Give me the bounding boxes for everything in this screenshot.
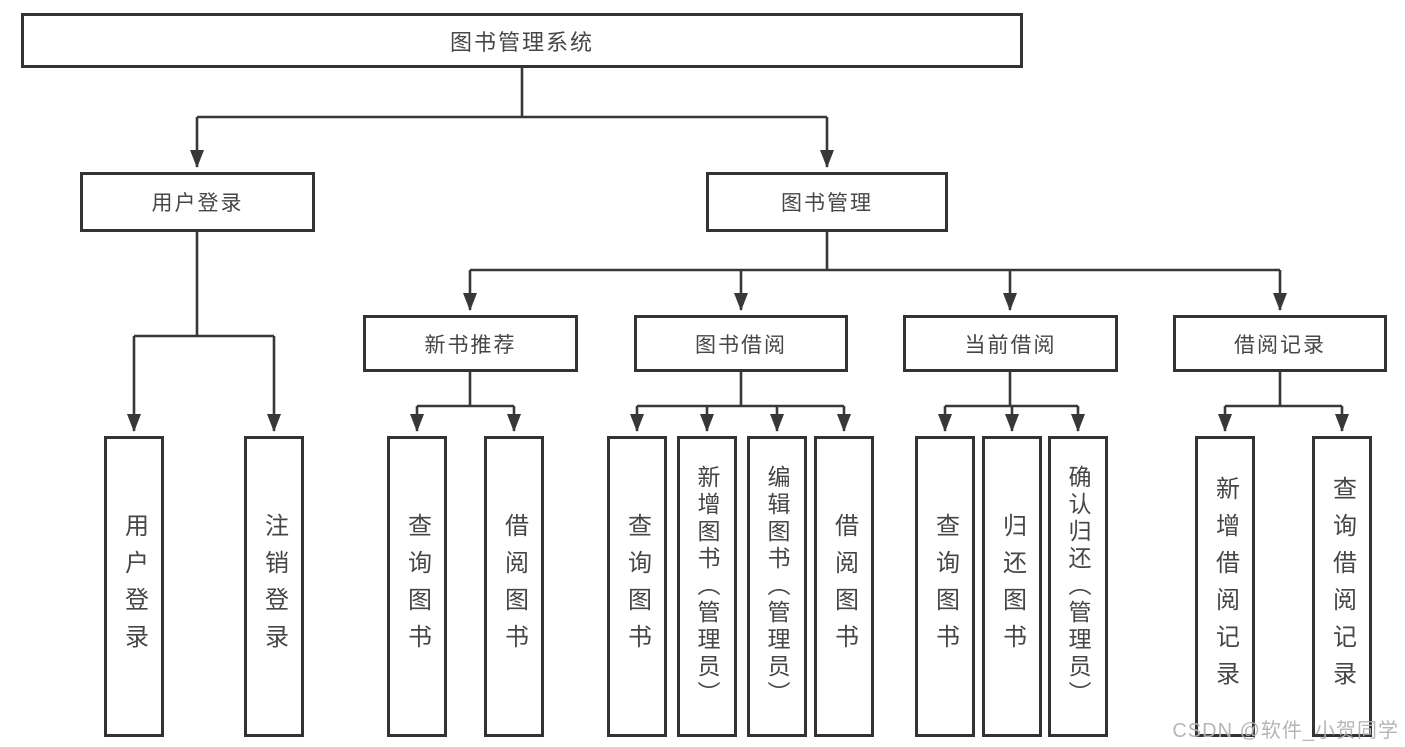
leaf-cb-query-books: 查询图书 [915, 436, 975, 737]
leaf-nbr-borrow-books: 借阅图书 [484, 436, 544, 737]
leaf-cb-confirm-return-admin: 确认归还（管理员） [1048, 436, 1108, 737]
leaf-bb-add-books-admin: 新增图书（管理员） [677, 436, 737, 737]
leaf-bb-borrow-books: 借阅图书 [814, 436, 874, 737]
node-book-management: 图书管理 [706, 172, 948, 232]
watermark: CSDN @软件_小贺同学 [1172, 720, 1399, 742]
leaf-bb-query-books: 查询图书 [607, 436, 667, 737]
node-current-borrow: 当前借阅 [903, 315, 1118, 372]
leaf-br-add-record: 新增借阅记录 [1195, 436, 1255, 737]
leaf-nbr-query-books: 查询图书 [387, 436, 447, 737]
leaf-logout: 注销登录 [244, 436, 304, 737]
leaf-br-query-record: 查询借阅记录 [1312, 436, 1372, 737]
node-borrow-records: 借阅记录 [1173, 315, 1387, 372]
node-root: 图书管理系统 [21, 13, 1023, 68]
leaf-user-login: 用户登录 [104, 436, 164, 737]
leaf-cb-return-books: 归还图书 [982, 436, 1042, 737]
leaf-bb-edit-books-admin: 编辑图书（管理员） [747, 436, 807, 737]
node-new-book-recommend: 新书推荐 [363, 315, 578, 372]
node-user-login: 用户登录 [80, 172, 315, 232]
node-book-borrow: 图书借阅 [634, 315, 848, 372]
